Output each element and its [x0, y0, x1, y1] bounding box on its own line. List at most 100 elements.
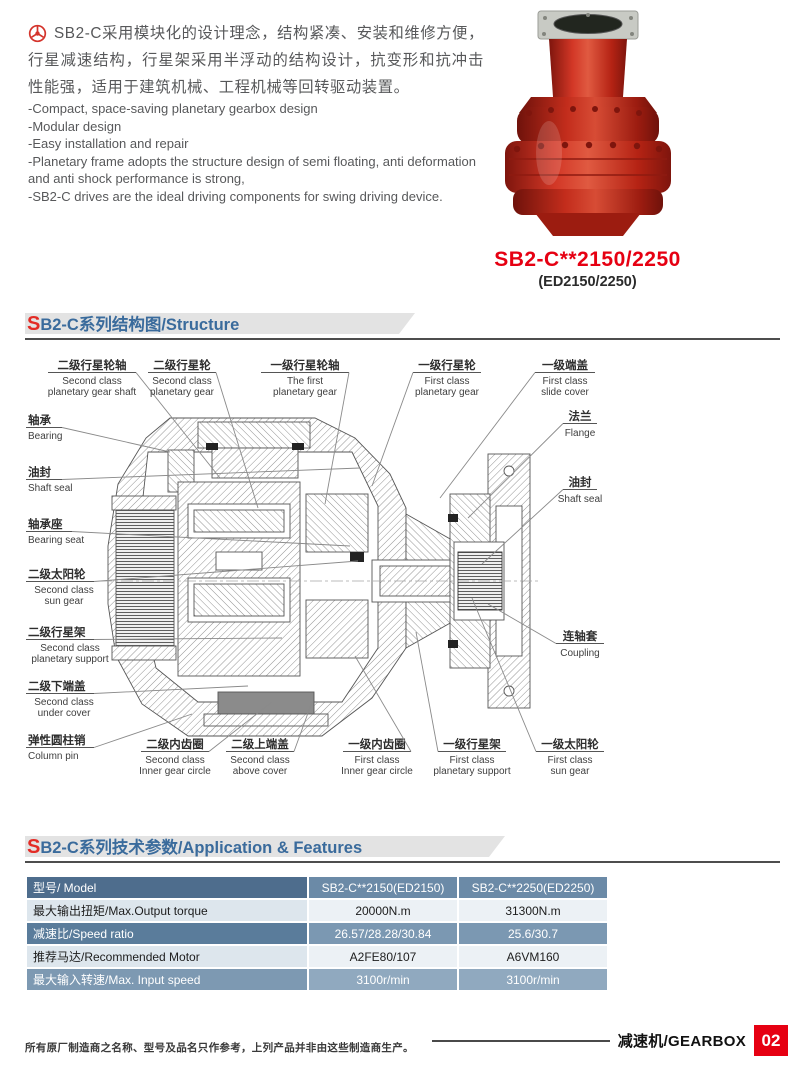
diagram-label: 一级内齿圈 First class Inner gear circle [341, 655, 413, 777]
diagram-label-en: planetary gear [150, 387, 215, 398]
diagram-label: 二级行星轮 Second class planetary gear [148, 358, 259, 509]
diagram-label: 二级行星架 Second class planetary support [26, 625, 283, 665]
section-header-shadow [25, 313, 415, 334]
specs-table: 型号/ Model SB2-C**2150(ED2150) SB2-C**225… [25, 875, 609, 992]
diagram-label-zh: 油封 [569, 475, 592, 489]
diagram-label-en: Inner gear circle [139, 766, 211, 777]
header-model-2150: SB2-C**2150(ED2150) [309, 877, 457, 898]
feature-line: -Planetary frame adopts the structure de… [28, 153, 477, 169]
diagram-label-zh: 二级内齿圈 [146, 737, 204, 751]
diagram-label-zh: 一级行星轮轴 [271, 358, 340, 372]
diagram-label-zh: 二级上端盖 [231, 737, 289, 751]
diagram-label-en: Shaft seal [28, 483, 72, 494]
section-title: B2-C系列结构图/Structure [40, 316, 240, 334]
diagram-label: 一级端盖 First class slide cover [439, 358, 595, 499]
diagram-label-en: planetary support [433, 766, 510, 777]
diagram-label-zh: 二级行星架 [28, 625, 86, 639]
table-row-torque: 最大输出扭矩/Max.Output torque 20000N.m 31300N… [27, 900, 607, 921]
section-header-shadow [25, 836, 505, 857]
diagram-label-zh: 轴承座 [28, 517, 63, 531]
footer-rule [431, 1039, 610, 1042]
section-initial: S [27, 313, 41, 335]
row-value: A2FE80/107 [309, 946, 457, 967]
diagram-label: 二级内齿圈 Second class Inner gear circle [139, 701, 273, 777]
row-label: 减速比/Speed ratio [27, 923, 307, 944]
header-model-2250: SB2-C**2250(ED2250) [459, 877, 607, 898]
diagram-label-en: Second class [230, 755, 289, 766]
diagram-label-en: sun gear [551, 766, 591, 777]
diagram-label: 轴承 Bearing [26, 413, 171, 453]
diagram-label-en: slide cover [541, 387, 589, 398]
diagram-label-zh: 二级太阳轮 [28, 567, 86, 581]
table-row-ratio: 减速比/Speed ratio 26.57/28.28/30.84 25.6/3… [27, 923, 607, 944]
row-label: 最大输入转速/Max. Input speed [27, 969, 307, 990]
structure-diagram: 二级行星轮轴 Second class planetary gear shaft… [26, 358, 604, 777]
product-model-sub: (ED2150/2250) [538, 274, 637, 290]
diagram-label-en: planetary support [31, 654, 108, 665]
diagram-label: 二级太阳轮 Second class sun gear [26, 560, 359, 607]
row-value: 3100r/min [309, 969, 457, 990]
product-model: SB2-C**2150/2250 [494, 248, 681, 271]
diagram-label-zh: 轴承 [28, 413, 51, 427]
diagram-label-en: planetary gear [415, 387, 480, 398]
table-row-motor: 推荐马达/Recommended Motor A2FE80/107 A6VM16… [27, 946, 607, 967]
diagram-label-en: First class [543, 376, 588, 387]
diagram-label-zh: 二级下端盖 [28, 679, 86, 693]
diagram-label: 一级行星轮 First class planetary gear [371, 358, 481, 487]
diagram-label-zh: 二级行星轮 [153, 358, 211, 372]
diagram-label-en: First class [425, 376, 470, 387]
diagram-label-en: Second class [40, 643, 99, 654]
diagram-label: 一级太阳轮 First class sun gear [471, 597, 604, 777]
diagram-label-en: planetary gear shaft [48, 387, 137, 398]
feature-line: -Compact, space-saving planetary gearbox… [28, 101, 318, 116]
diagram-label-en: Second class [152, 376, 211, 387]
row-value: A6VM160 [459, 946, 607, 967]
feature-line: and anti shock performance is strong, [28, 171, 245, 186]
diagram-label-en: sun gear [45, 596, 85, 607]
diagram-label: 一级行星轮轴 The first planetary gear [261, 358, 350, 505]
product-photo-gearbox [505, 10, 671, 236]
diagram-label: 二级上端盖 Second class above cover [226, 701, 313, 777]
diagram-label-en: above cover [233, 766, 288, 777]
diagram-label-en: Second class [145, 755, 204, 766]
diagram-label-en: Inner gear circle [341, 766, 413, 777]
section-initial: S [27, 836, 41, 858]
diagram-label-en: Bearing [28, 431, 62, 442]
diagram-label-en: planetary gear [273, 387, 338, 398]
header-model: 型号/ Model [27, 877, 307, 898]
sun-gear-spline [115, 509, 175, 647]
diagram-label-en: First class [548, 755, 593, 766]
row-value: 3100r/min [459, 969, 607, 990]
feature-line: -SB2-C drives are the ideal driving comp… [28, 188, 443, 204]
diagram-label: 弹性圆柱销 Column pin [26, 713, 193, 762]
diagram-label-en: The first [287, 376, 323, 387]
diagram-label-zh: 一级内齿圈 [348, 737, 406, 751]
feature-line: -Modular design [28, 118, 122, 134]
diagram-label-zh: 法兰 [569, 409, 592, 423]
diagram-label-en: Column pin [28, 751, 79, 762]
row-value: 25.6/30.7 [459, 923, 607, 944]
diagram-label: 油封 Shaft seal [26, 465, 361, 494]
page-number: 02 [754, 1025, 788, 1056]
feature-line: -Easy installation and repair [28, 136, 189, 151]
diagram-label-zh: 一级端盖 [542, 358, 588, 372]
row-label: 最大输出扭矩/Max.Output torque [27, 900, 307, 921]
diagram-label: 二级行星轮轴 Second class planetary gear shaft [48, 358, 221, 479]
feature-list: -Compact, space-saving planetary gearbox… [28, 100, 498, 205]
section-header-specs: SB2-C系列技术参数/Application & Features [25, 836, 780, 863]
diagram-label-en: Second class [62, 376, 121, 387]
diagram-label: 二级下端盖 Second class under cover [26, 679, 249, 719]
diagram-label: 一级行星架 First class planetary support [415, 631, 511, 777]
diagram-label-zh: 一级行星架 [443, 737, 501, 751]
diagram-label-zh: 弹性圆柱销 [28, 733, 86, 747]
diagram-label-en: First class [450, 755, 495, 766]
diagram-label: 轴承座 Bearing seat [26, 517, 351, 547]
cross-section-drawing [100, 417, 540, 737]
table-row-input-speed: 最大输入转速/Max. Input speed 3100r/min 3100r/… [27, 969, 607, 990]
footer-category: 减速机/GEARBOX [617, 1033, 746, 1050]
footer-category-block: 减速机/GEARBOX 02 [431, 1025, 788, 1056]
row-label: 推荐马达/Recommended Motor [27, 946, 307, 967]
section-title: B2-C系列技术参数/Application & Features [40, 839, 363, 857]
diagram-label-zh: 一级行星轮 [418, 358, 476, 372]
footer-disclaimer: 所有原厂制造商之名称、型号及品名只作参考，上列产品并非由这些制造商生产。 [25, 1042, 414, 1054]
